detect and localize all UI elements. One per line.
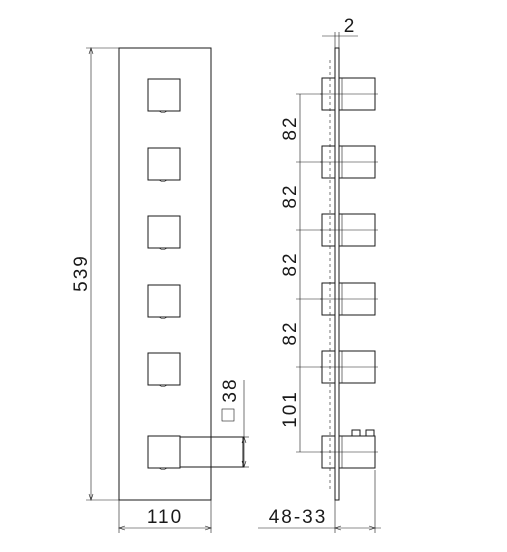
- front-knob-4: [147, 284, 181, 318]
- front-knob-5: [147, 352, 181, 386]
- front-knob-4-lip: [158, 316, 168, 319]
- front-plate: [118, 47, 212, 501]
- side-knob-1: [320, 77, 378, 111]
- front-lever: [179, 436, 244, 468]
- height-arrow-bottom: [88, 493, 94, 501]
- width-arrow-left: [118, 525, 126, 531]
- thickness-dim-label: 2: [344, 16, 357, 37]
- spacing-dim-label-4: 82: [280, 320, 301, 345]
- spacing-dim-label-1: 82: [280, 115, 301, 140]
- side-plate: [334, 47, 340, 501]
- front-knob-2: [147, 147, 181, 181]
- spacing-dim-label-2: 82: [280, 183, 301, 208]
- front-knob-6: [147, 435, 181, 469]
- front-knob-1: [147, 78, 181, 112]
- front-knob-5-lip: [158, 384, 168, 387]
- front-knob-1-lip: [158, 110, 168, 113]
- side-knob-5: [320, 350, 378, 384]
- front-knob-2-lip: [158, 179, 168, 182]
- front-view: 539 110 38: [71, 47, 249, 533]
- spacing-dim-label-3: 82: [280, 251, 301, 276]
- width-dim-label: 110: [147, 507, 183, 528]
- depth-arrow-left: [334, 525, 342, 531]
- height-arrow-top: [88, 47, 94, 55]
- side-knob-6: [320, 429, 378, 469]
- knob-size-arrow-top: [241, 436, 247, 444]
- depth-arrow-right: [368, 525, 376, 531]
- depth-dim-label: 48-33: [269, 507, 328, 528]
- side-view: 2: [258, 16, 381, 533]
- spacing-dim-label-5: 101: [280, 390, 301, 428]
- front-knob-3: [147, 215, 181, 249]
- side-knob-3: [320, 213, 378, 247]
- knob-size-dim-label: 38: [220, 377, 241, 402]
- side-knob-2: [320, 145, 378, 179]
- knob-size-arrow-bottom: [241, 460, 247, 468]
- side-knob-4: [320, 282, 378, 316]
- square-symbol-icon: [221, 408, 235, 422]
- height-dim-label: 539: [71, 254, 92, 292]
- width-arrow-right: [204, 525, 212, 531]
- front-knob-3-lip: [158, 247, 168, 250]
- front-knob-6-lip: [158, 467, 168, 470]
